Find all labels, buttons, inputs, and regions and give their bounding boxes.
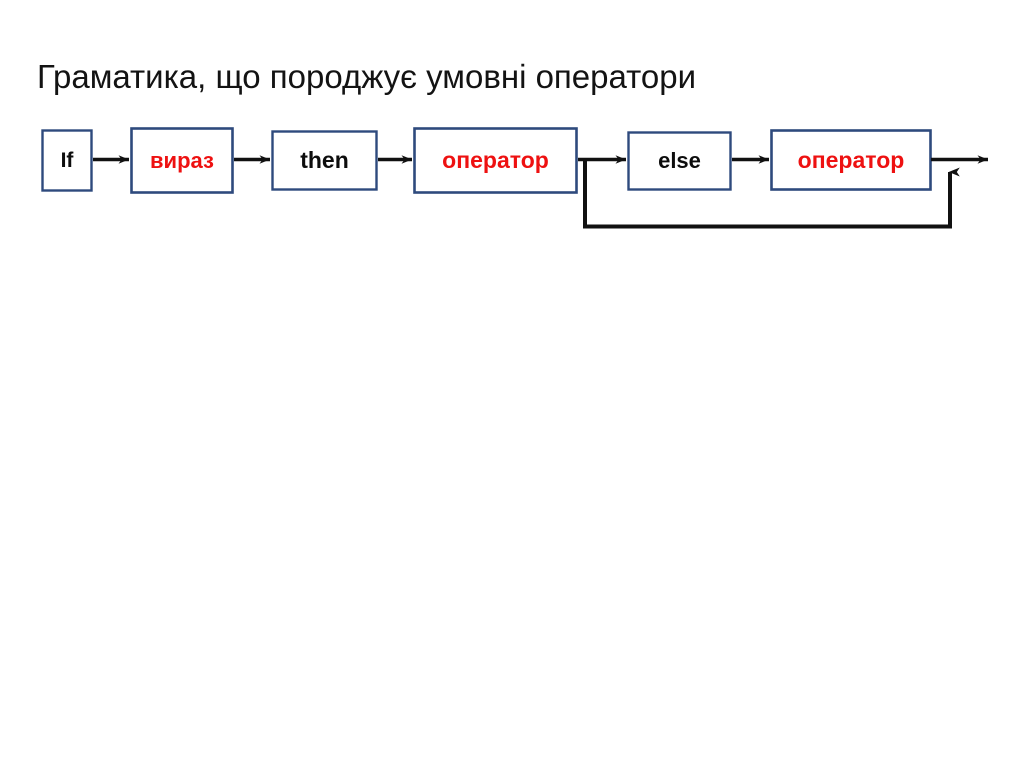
node-box-stmt-then[interactable] (413, 127, 578, 194)
bypass-loop-path (583, 159, 960, 229)
node-box-else[interactable] (627, 131, 732, 191)
node-box-if[interactable] (41, 129, 93, 192)
node-box-then[interactable] (271, 130, 378, 191)
page-title: Граматика, що породжує умовні оператори (37, 58, 697, 95)
node-box-expr[interactable] (130, 127, 234, 194)
node-box-stmt-else[interactable] (770, 129, 932, 191)
